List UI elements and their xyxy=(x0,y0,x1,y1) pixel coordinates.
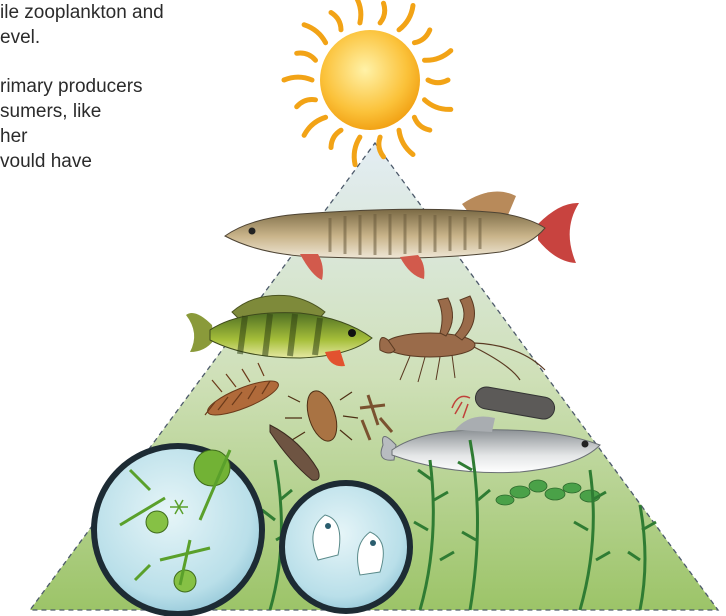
sun-ray xyxy=(380,3,385,23)
sun-ray xyxy=(297,100,316,107)
green-alga-colony xyxy=(194,450,230,486)
sun-ray xyxy=(297,53,316,60)
phytoplankton-circle xyxy=(94,446,262,614)
sun-ray xyxy=(354,137,360,165)
sun-ray xyxy=(331,13,341,30)
sun-ray xyxy=(304,117,326,135)
sun-ray xyxy=(355,0,361,23)
sun-ray xyxy=(425,51,451,61)
sun-ray xyxy=(284,77,312,80)
pike-tail xyxy=(538,203,579,263)
sun-ray xyxy=(304,25,326,43)
sun-ray xyxy=(379,137,384,157)
sun-ray xyxy=(425,100,451,110)
sun-ray xyxy=(399,130,413,154)
pike-eye xyxy=(249,228,256,235)
sun-ray xyxy=(399,6,413,30)
sun-ray xyxy=(428,80,448,83)
sun-ray xyxy=(331,130,341,147)
zooplankton-circle xyxy=(282,483,410,611)
perch-eye xyxy=(348,329,356,337)
roach-eye xyxy=(582,441,589,448)
sun-disc xyxy=(320,30,420,130)
sun-ray xyxy=(414,117,429,130)
sun-ray xyxy=(414,30,429,43)
pike-body xyxy=(225,209,545,258)
sun xyxy=(284,0,451,165)
